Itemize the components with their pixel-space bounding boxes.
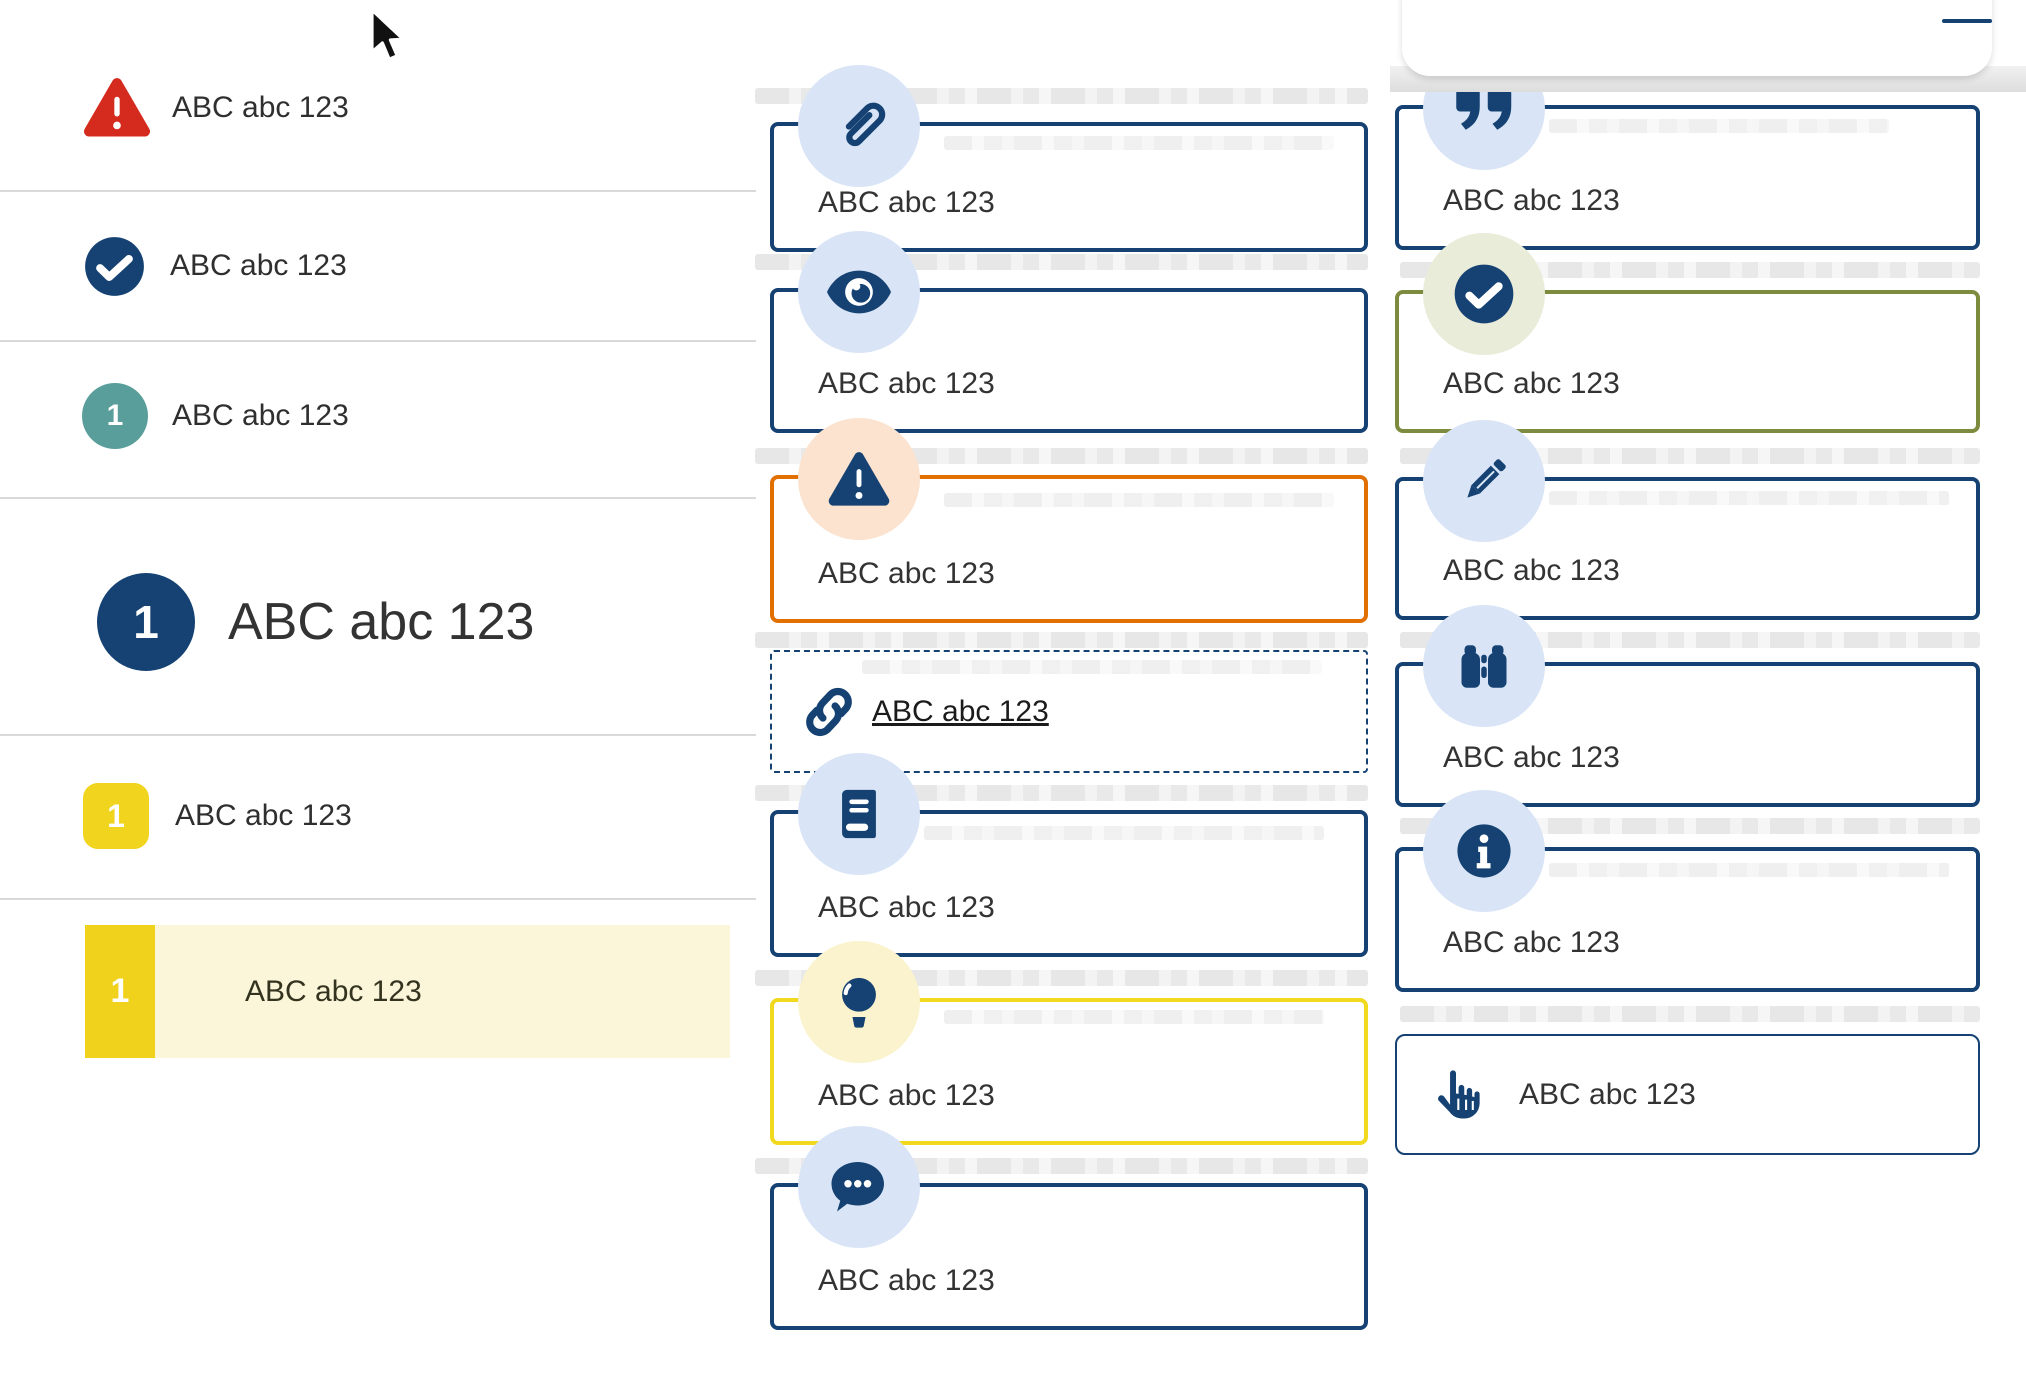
redacted-text-band — [755, 632, 1368, 648]
callout-card-link: ABC abc 123 — [770, 650, 1368, 773]
yellow-number-square: 1 — [83, 783, 149, 849]
redacted-text-line — [924, 826, 1324, 840]
offscreen-panel-bottom — [1402, 0, 1992, 76]
check-circle-icon — [1423, 233, 1545, 355]
book-icon — [798, 753, 920, 875]
callout-card-attachment: ABC abc 123 — [770, 65, 1368, 252]
redacted-text-line — [1549, 119, 1889, 133]
mouse-cursor — [368, 8, 414, 68]
card-label: ABC abc 123 — [1443, 367, 1620, 400]
link-icon — [796, 679, 862, 745]
callout-card-view: ABC abc 123 — [770, 231, 1368, 433]
teal-number-badge: 1 — [82, 383, 148, 449]
divider — [0, 734, 756, 736]
redacted-text-line — [862, 660, 1322, 674]
list-item-label: ABC abc 123 — [170, 249, 347, 282]
callout-card-tip: ABC abc 123 — [770, 941, 1368, 1145]
callout-card-action: ABC abc 123 — [1395, 1034, 1980, 1155]
offscreen-card-border — [1942, 19, 1992, 23]
alert-triangle-icon — [83, 77, 151, 139]
card-label: ABC abc 123 — [1519, 1077, 1696, 1111]
card-label: ABC abc 123 — [818, 557, 995, 590]
yellow-number-bar: 1 — [85, 925, 155, 1058]
redacted-text-band — [1400, 1006, 1980, 1022]
card-label: ABC abc 123 — [1443, 184, 1620, 217]
divider — [0, 497, 756, 499]
redacted-text-band — [1400, 818, 1980, 834]
redacted-text-line — [1549, 863, 1949, 877]
callout-card-reference: ABC abc 123 — [770, 753, 1368, 957]
eye-icon — [798, 231, 920, 353]
list-item-check: ABC abc 123 — [0, 192, 347, 340]
redacted-text-band — [1400, 262, 1980, 278]
redacted-text-band — [1400, 632, 1980, 648]
card-label: ABC abc 123 — [1443, 554, 1620, 587]
callout-card-info: ABC abc 123 — [1395, 790, 1980, 992]
divider — [0, 340, 756, 342]
callout-card-search: ABC abc 123 — [1395, 605, 1980, 807]
list-item-numbered-heading: 1 ABC abc 123 — [0, 510, 534, 734]
navy-number-badge: 1 — [97, 573, 195, 671]
card-label: ABC abc 123 — [818, 1264, 995, 1297]
card-label: ABC abc 123 — [818, 891, 995, 924]
callout-card-blockquote: ABC abc 123 — [1395, 48, 1980, 250]
redacted-text-line — [944, 136, 1334, 150]
redacted-text-line — [944, 1010, 1324, 1024]
info-icon — [1423, 790, 1545, 912]
lightbulb-icon — [798, 941, 920, 1063]
callout-card-edit: ABC abc 123 — [1395, 420, 1980, 620]
card-link[interactable]: ABC abc 123 — [872, 694, 1049, 728]
card-label: ABC abc 123 — [1443, 926, 1620, 959]
pencil-icon — [1423, 420, 1545, 542]
callout-card-success: ABC abc 123 — [1395, 233, 1980, 433]
redacted-text-band — [1400, 448, 1980, 464]
card-label: ABC abc 123 — [1443, 741, 1620, 774]
alert-triangle-icon — [798, 418, 920, 540]
list-item-label: ABC abc 123 — [245, 974, 422, 1008]
heading-label: ABC abc 123 — [228, 593, 535, 651]
callout-card-warning: ABC abc 123 — [770, 418, 1368, 623]
list-item-label: ABC abc 123 — [175, 799, 352, 832]
divider — [0, 898, 756, 900]
list-item-alert: ABC abc 123 — [0, 40, 349, 176]
card-label: ABC abc 123 — [818, 186, 995, 219]
check-circle-icon — [83, 235, 146, 298]
speech-bubble-icon — [798, 1126, 920, 1248]
list-item-numbered-teal: 1 ABC abc 123 — [0, 342, 349, 490]
card-label: ABC abc 123 — [818, 367, 995, 400]
list-item-label: ABC abc 123 — [172, 91, 349, 124]
list-item-label: ABC abc 123 — [172, 399, 349, 432]
paperclip-icon — [798, 65, 920, 187]
redacted-text-line — [944, 493, 1334, 507]
hand-pointer-icon — [1425, 1062, 1487, 1128]
list-item-numbered-yellow: 1 ABC abc 123 — [0, 736, 352, 896]
redacted-text-line — [1549, 491, 1949, 505]
card-label: ABC abc 123 — [818, 1079, 995, 1112]
divider — [0, 190, 756, 192]
callout-card-quote-bubble: ABC abc 123 — [770, 1126, 1368, 1330]
binoculars-icon — [1423, 605, 1545, 727]
list-item-highlighted[interactable]: 1 ABC abc 123 — [85, 925, 730, 1058]
